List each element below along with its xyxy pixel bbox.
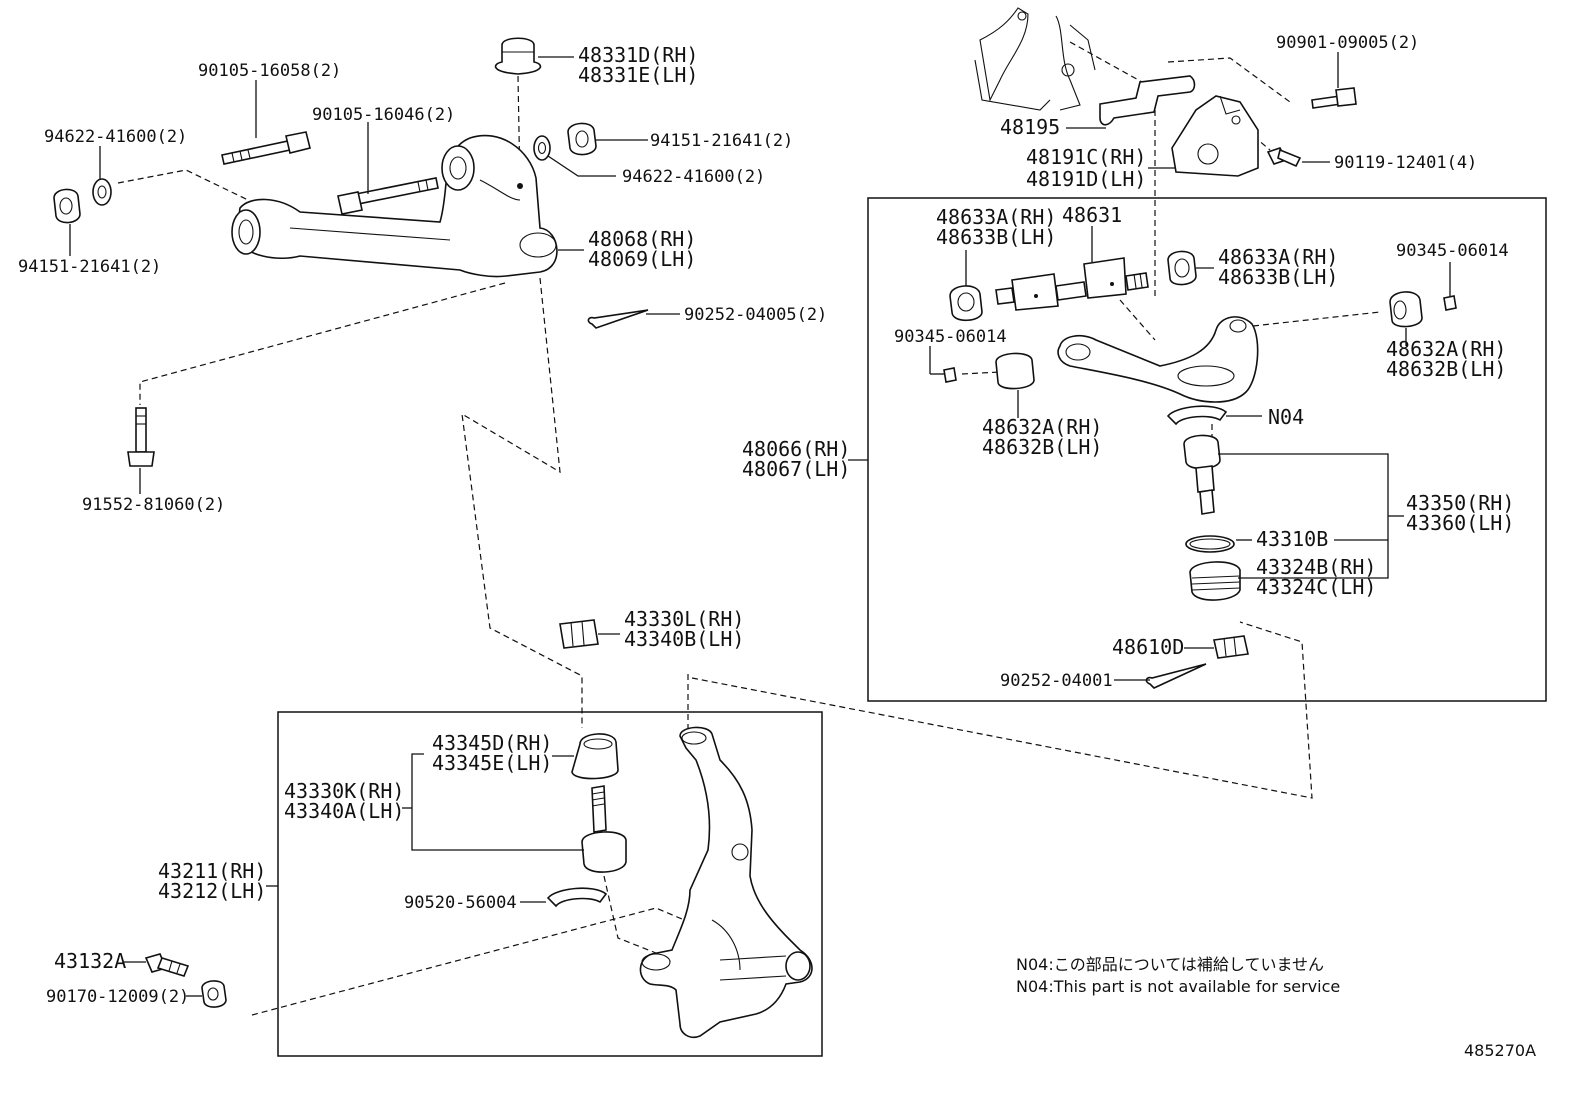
- dust-boot-icon: [1189, 561, 1241, 601]
- label-48195: 48195: [1000, 115, 1060, 139]
- label-43350: 43350(RH): [1406, 491, 1514, 515]
- stopper-bolt-icon: [144, 953, 190, 977]
- castle-nut-icon-lower: [559, 619, 599, 649]
- lower-control-arm-group: [53, 37, 649, 467]
- label-48633-left-rh: 48633A(RH): [936, 205, 1056, 229]
- label-90105-16046: 90105-16046(2): [312, 105, 455, 125]
- label-90170: 90170-12009(2): [46, 987, 189, 1007]
- nut-90170-icon: [201, 980, 227, 1008]
- bolt-icon: [337, 177, 439, 215]
- collar-48632-right-icon: [1389, 291, 1423, 328]
- label-90119: 90119-12401(4): [1334, 153, 1477, 173]
- lower-ball-joint-icon: [581, 785, 627, 873]
- label-43345e: 43345E(LH): [432, 751, 552, 775]
- collar-48632-icon: [995, 352, 1035, 390]
- bump-stopper-icon: [494, 37, 542, 75]
- label-43132a: 43132A: [54, 949, 126, 973]
- label-48632-left-rh: 48632A(RH): [982, 415, 1102, 439]
- steering-knuckle-icon: [639, 726, 813, 1039]
- label-43330l: 43330L(RH): [624, 607, 744, 631]
- upper-arm-icon: [1057, 316, 1259, 403]
- label-90901: 90901-09005(2): [1276, 33, 1419, 53]
- label-94151-left: 94151-21641(2): [18, 257, 161, 277]
- nut-90345-right-icon: [1443, 295, 1457, 311]
- bolt-90119-icon: [1266, 147, 1302, 168]
- diagram-id: 485270A: [1464, 1041, 1536, 1060]
- label-90345-left: 90345-06014: [894, 327, 1007, 347]
- label-48331-lh: 48331E(LH): [578, 63, 698, 87]
- upper-arm-group: [943, 250, 1457, 689]
- label-94622-right: 94622-41600(2): [622, 167, 765, 187]
- knuckle-group: [144, 619, 813, 1039]
- label-43345d: 43345D(RH): [432, 731, 552, 755]
- label-48067: 48067(LH): [742, 457, 850, 481]
- note-en: N04:This part is not available for servi…: [1016, 977, 1340, 996]
- bolt-90901-icon: [1311, 87, 1357, 109]
- label-43340a: 43340A(LH): [284, 799, 404, 823]
- leader-lines: [69, 52, 1451, 997]
- label-48191d: 48191D(LH): [1026, 167, 1146, 191]
- label-43324c: 43324C(LH): [1256, 575, 1376, 599]
- label-43310b: 43310B: [1256, 527, 1328, 551]
- label-90345-right: 90345-06014: [1396, 241, 1509, 261]
- label-43324b: 43324B(RH): [1256, 555, 1376, 579]
- bracket-48195-icon: [1099, 75, 1196, 126]
- label-43211: 43211(RH): [158, 859, 266, 883]
- label-48066: 48066(RH): [742, 437, 850, 461]
- shaft-48631-icon: [995, 257, 1149, 311]
- flange-nut-icon: [567, 122, 597, 156]
- washer-icon-right: [533, 135, 551, 161]
- label-43360: 43360(LH): [1406, 511, 1514, 535]
- label-48633-right-lh: 48633B(LH): [1218, 265, 1338, 289]
- label-48633-left-lh: 48633B(LH): [936, 225, 1056, 249]
- label-94622-left: 94622-41600(2): [44, 127, 187, 147]
- label-48068: 48068(RH): [588, 227, 696, 251]
- bracket-48191-icon: [1171, 95, 1259, 177]
- label-48331-rh: 48331D(RH): [578, 43, 698, 67]
- bushing-icon-left: [949, 285, 983, 322]
- snap-ring-icon: [1185, 535, 1235, 553]
- label-48632-right-lh: 48632B(LH): [1386, 357, 1506, 381]
- ball-joint-icon: [1183, 434, 1221, 515]
- nut-90345-icon: [943, 367, 957, 383]
- label-90252-04005: 90252-04005(2): [684, 305, 827, 325]
- dashed-guide-lines: [117, 41, 1381, 1016]
- upper-arm-assembly-box: [867, 197, 1547, 702]
- label-48191c: 48191C(RH): [1026, 145, 1146, 169]
- label-48633-right-rh: 48633A(RH): [1218, 245, 1338, 269]
- label-43340b: 43340B(LH): [624, 627, 744, 651]
- label-48610d: 48610D: [1112, 635, 1184, 659]
- bushing-icon-right: [1167, 250, 1197, 286]
- washer-icon: [92, 178, 112, 206]
- cotter-pin-icon-2: [1145, 663, 1207, 689]
- label-48632-right-rh: 48632A(RH): [1386, 337, 1506, 361]
- label-43212: 43212(LH): [158, 879, 266, 903]
- note-jp: N04:この部品については補給していません: [1016, 955, 1324, 974]
- castle-nut-icon: [1213, 635, 1249, 659]
- label-n04: N04: [1268, 405, 1304, 429]
- label-48632-left-lh: 48632B(LH): [982, 435, 1102, 459]
- label-94151-right: 94151-21641(2): [650, 131, 793, 151]
- label-48069: 48069(LH): [588, 247, 696, 271]
- boot-icon-lower: [571, 733, 619, 780]
- label-48631: 48631: [1062, 203, 1122, 227]
- long-bolt-icon: [221, 131, 311, 165]
- cam-bolt-icon: [127, 407, 155, 467]
- shim-n04-icon: [1166, 405, 1228, 426]
- knuckle-assembly-box: [277, 711, 823, 1057]
- nut-icon: [53, 188, 81, 224]
- label-90252-04001: 90252-04001: [1000, 671, 1113, 691]
- label-43330k: 43330K(RH): [284, 779, 404, 803]
- bracket-group: [974, 7, 1357, 177]
- snap-ring-icon-lower: [546, 887, 608, 908]
- cotter-pin-icon: [587, 309, 649, 329]
- label-90105-16058: 90105-16058(2): [198, 61, 341, 81]
- label-91552: 91552-81060(2): [82, 495, 225, 515]
- lower-arm-icon: [231, 134, 558, 278]
- label-90520: 90520-56004: [404, 893, 517, 913]
